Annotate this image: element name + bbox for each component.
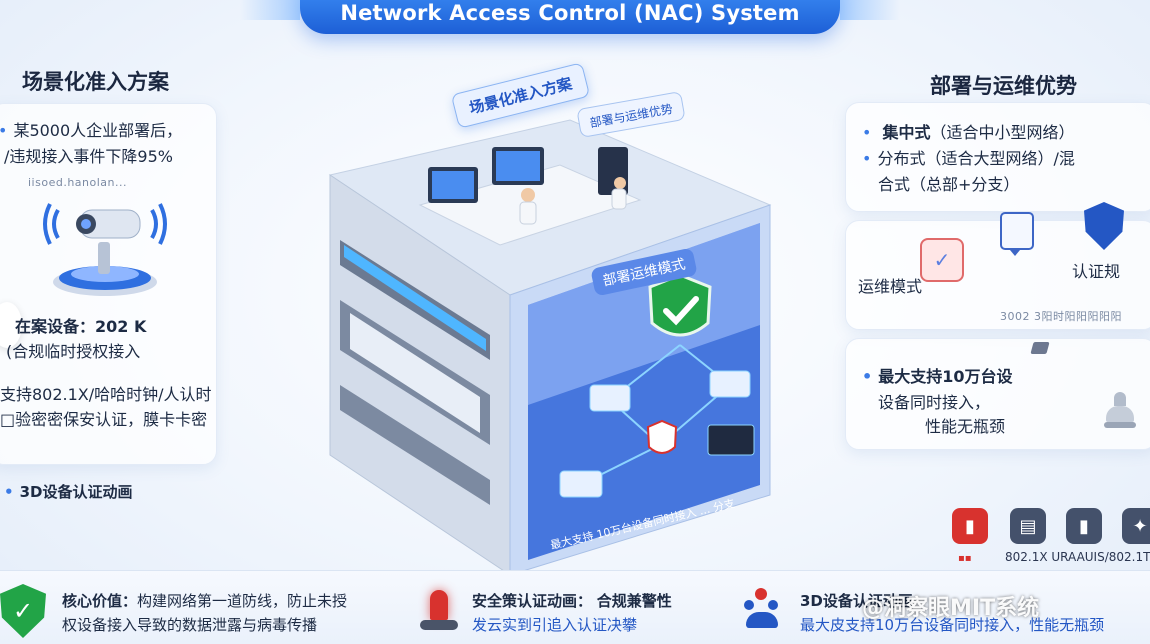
capacity-line-2: 设备同时接入，: [878, 393, 991, 412]
policy-title: 安全策认证动画：: [472, 592, 593, 610]
audio-icon: ▮: [1066, 508, 1102, 544]
deploy-line-1-tail: （适合中小型网络）: [930, 123, 1075, 142]
title-banner: Network Access Control (NAC) System: [240, 0, 840, 34]
ops-caption: 3002 3阳时阳阳阳阳阳: [1000, 310, 1122, 323]
ops-mode-icon: ✓: [920, 238, 964, 282]
capacity-line-1: 最大支持10万台设: [862, 364, 1012, 389]
core-title: 核心价值：: [62, 592, 138, 610]
protocol-caption: 802.1X URAAUIS/802.1T: [1005, 550, 1150, 564]
document-icon: [1000, 212, 1034, 250]
anim-title: 3D设备认证动画: [800, 592, 913, 610]
deploy-line-2: 分布式（适合大型网络）/混: [862, 146, 1074, 171]
case-line-1: 某5000人企业部署后，: [0, 118, 182, 143]
devices-value: 202 K: [95, 317, 147, 336]
auth-line-1: 支持802.1X/哈哈时钟/人认时: [0, 385, 212, 404]
core-line-1: 核心价值：构建网络第一道防线，防止未授: [62, 590, 347, 613]
watermark: @洞察眼MIT系统: [862, 596, 1040, 621]
page-title: Network Access Control (NAC) System: [340, 1, 800, 25]
devices-line-2: (合规临时授权接入: [6, 342, 141, 361]
carousel-handle[interactable]: [0, 302, 22, 348]
auth-rule-label: 认证规: [1072, 262, 1121, 281]
right-section-title: 部署与运维优势: [930, 74, 1077, 98]
bell-icon: [1104, 392, 1136, 432]
left-footer-label: 3D设备认证动画: [4, 480, 133, 505]
bottom-bar: [0, 570, 1150, 644]
nac-server-cube: [328, 119, 772, 575]
left-section-title: 场景化准入方案: [22, 70, 169, 94]
core-text-1: 构建网络第一道防线，防止未授: [137, 592, 348, 610]
network-people-icon: [742, 588, 782, 632]
ops-label: 运维模式: [858, 277, 923, 296]
devices-line-1: 在案设备：202 K: [15, 314, 146, 339]
deploy-line-3: 合式（总部+分支）: [878, 175, 1020, 194]
arrow-down-icon: [1010, 250, 1020, 256]
auth-line-2: □验密密保安认证，膜卡卡密: [0, 410, 208, 429]
device-icon: [1030, 342, 1050, 354]
capacity-line-3: 性能无瓶颈: [925, 417, 1006, 436]
policy-line-2: 发云实到引追入认证决攀: [472, 616, 638, 634]
panel-icon: ▤: [1010, 508, 1046, 544]
alarm-icon: [416, 586, 462, 640]
policy-line-1: 安全策认证动画： 合规兼警性: [472, 590, 672, 613]
network-icon: ✦: [1122, 508, 1150, 544]
capacity-card: [845, 338, 1150, 450]
policy-tail: 合规兼警性: [596, 592, 672, 610]
deploy-line-1-head: 集中式: [882, 123, 931, 142]
camera-icon: [43, 203, 167, 296]
waveform-icon: ▮: [952, 508, 988, 544]
red-tag-label: ▪▪: [958, 553, 972, 564]
core-line-2: 权设备接入导致的数据泄露与病毒传播: [62, 616, 318, 634]
case-line-2: /违规接入事件下降95%: [4, 147, 173, 166]
case-caption: iisoed.hanolan...: [28, 176, 127, 189]
anim-line-2: 最大皮支持10万台设备同时接入，性能无瓶颈: [800, 616, 1105, 634]
devices-label: 在案设备：: [15, 317, 96, 336]
deploy-line-1: 集中式（适合中小型网络）: [862, 120, 1075, 145]
